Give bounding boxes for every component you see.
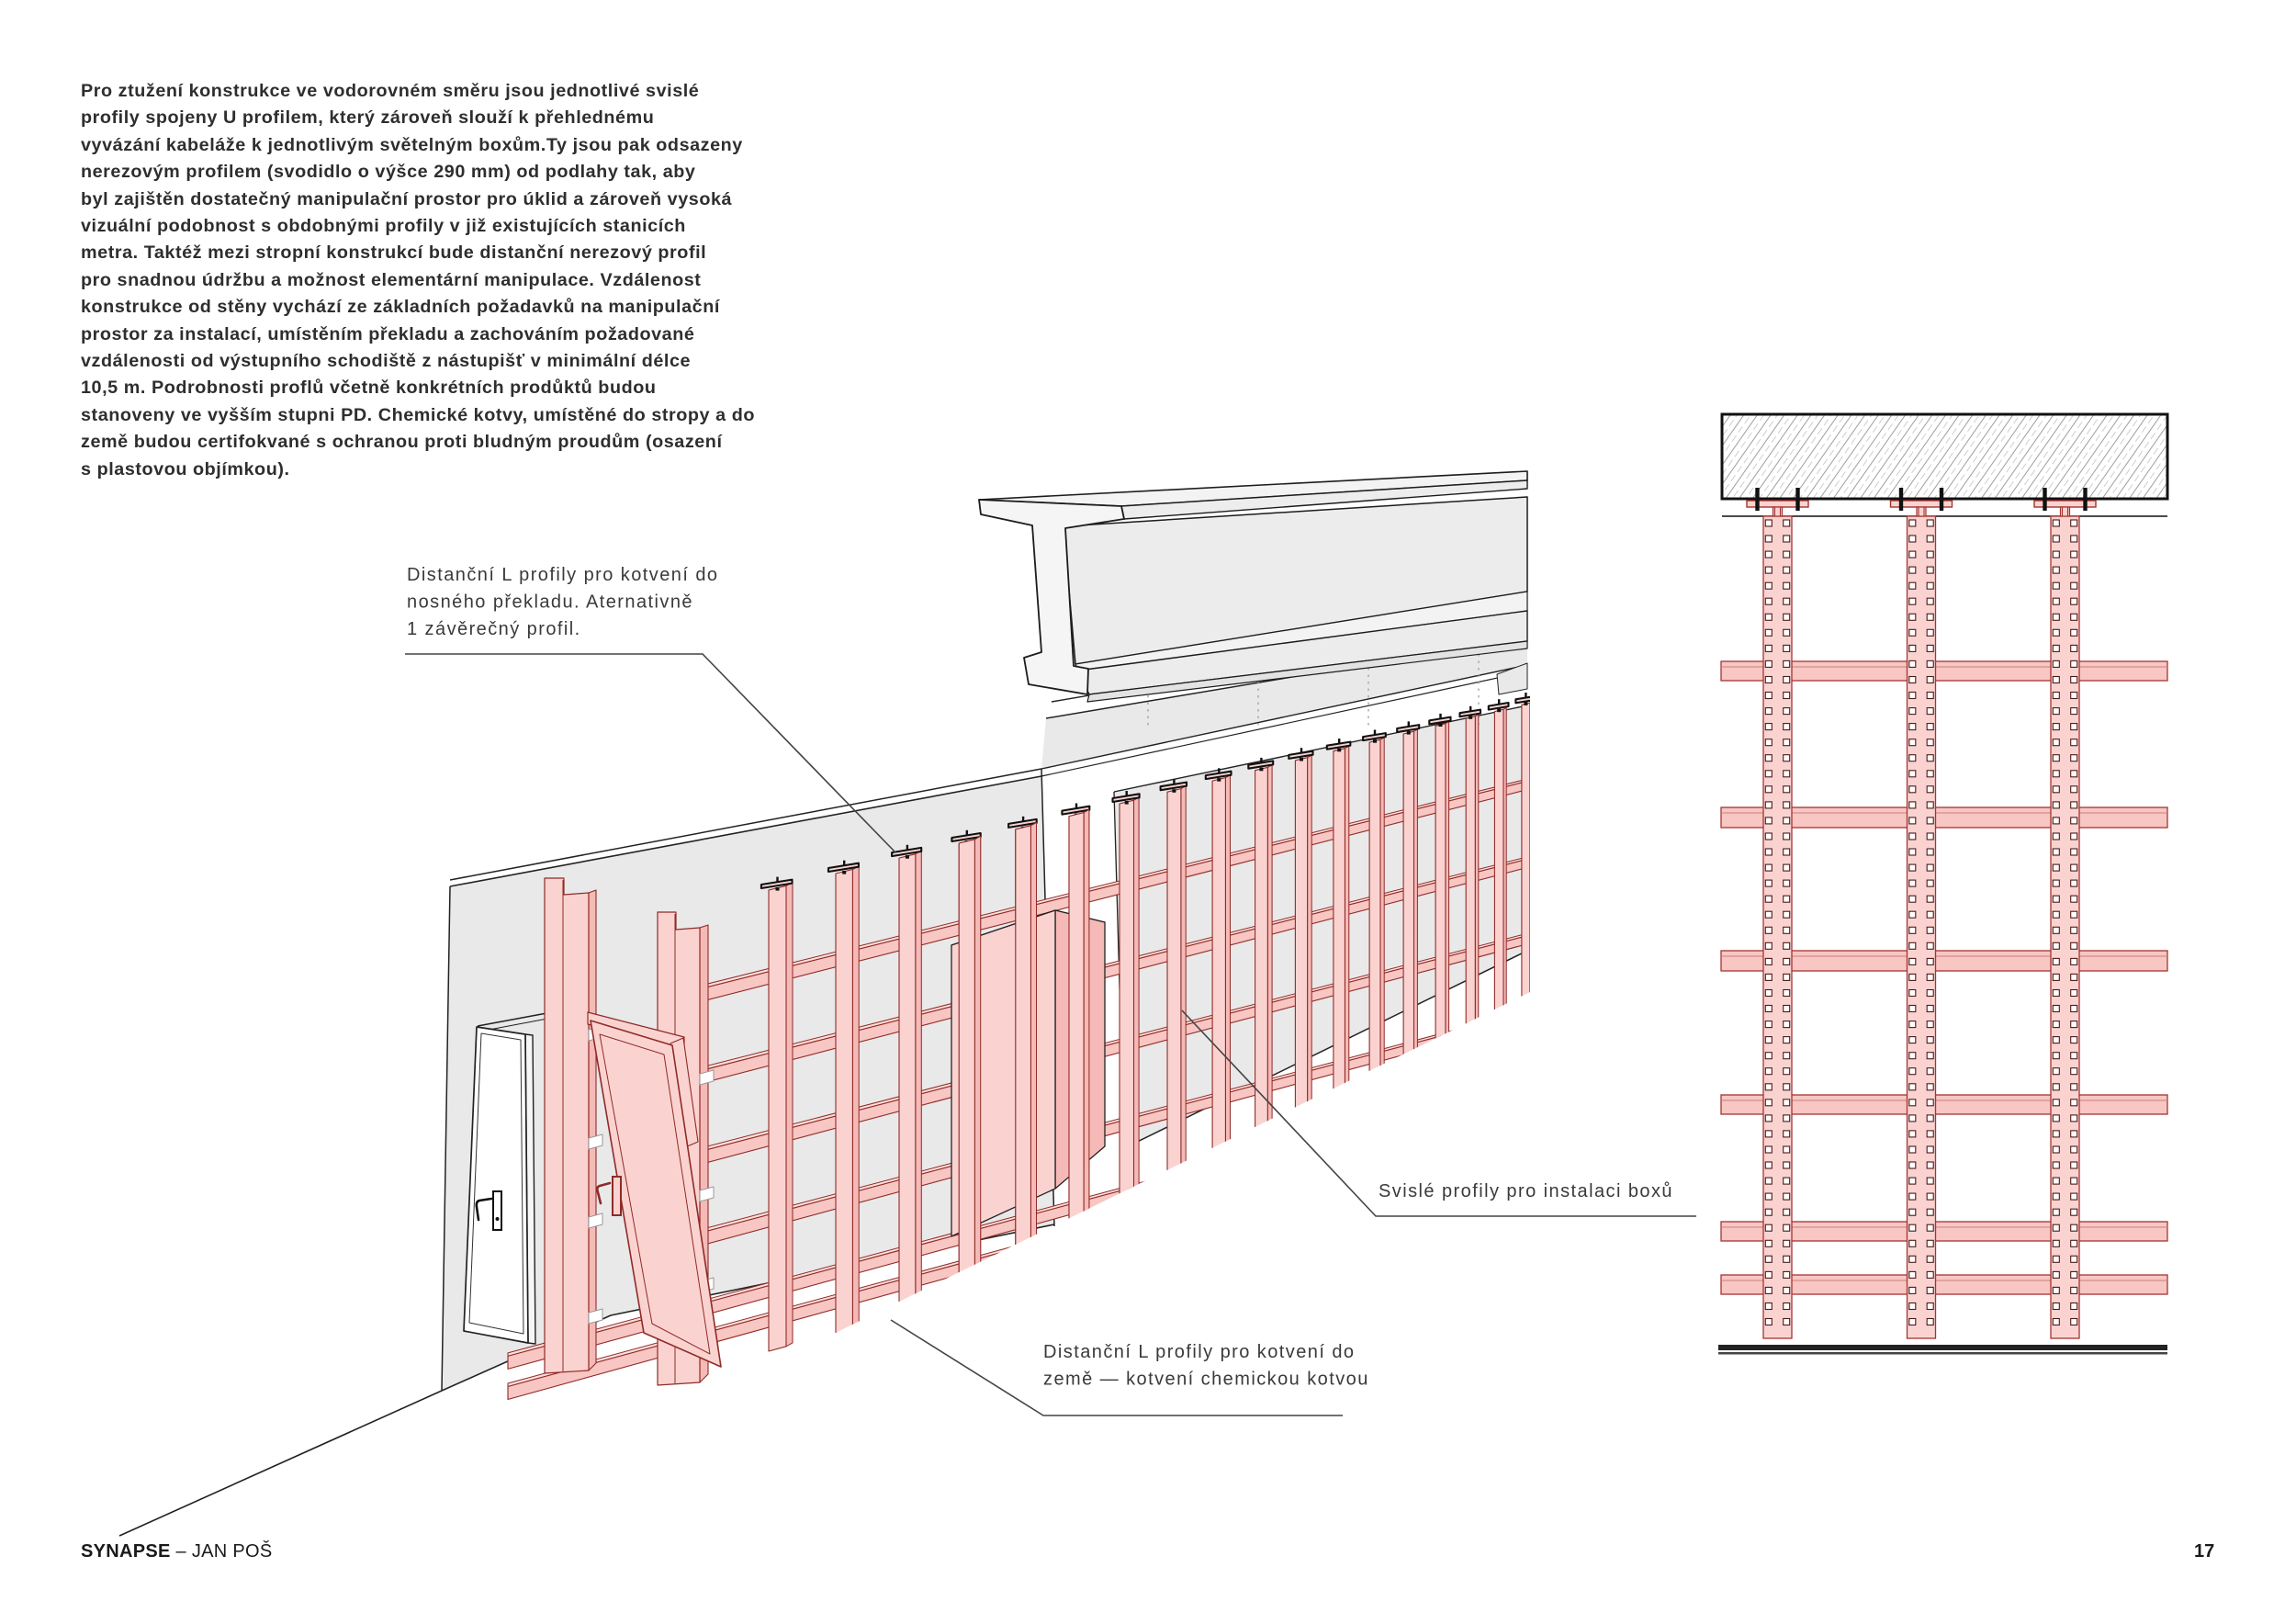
svg-text:1 závěrečný profil.: 1 závěrečný profil. (407, 619, 581, 639)
svg-text:Svislé profily pro instalaci b: Svislé profily pro instalaci boxů (1379, 1181, 1673, 1201)
svg-text:Distanční L profily pro kotven: Distanční L profily pro kotvení do (407, 565, 718, 585)
svg-text:země — kotvení chemickou kotvo: země — kotvení chemickou kotvou (1043, 1369, 1369, 1389)
svg-text:nosného překladu. Aternativně: nosného překladu. Aternativně (407, 592, 693, 612)
svg-text:Distanční L profily pro kotven: Distanční L profily pro kotvení do (1043, 1342, 1355, 1362)
